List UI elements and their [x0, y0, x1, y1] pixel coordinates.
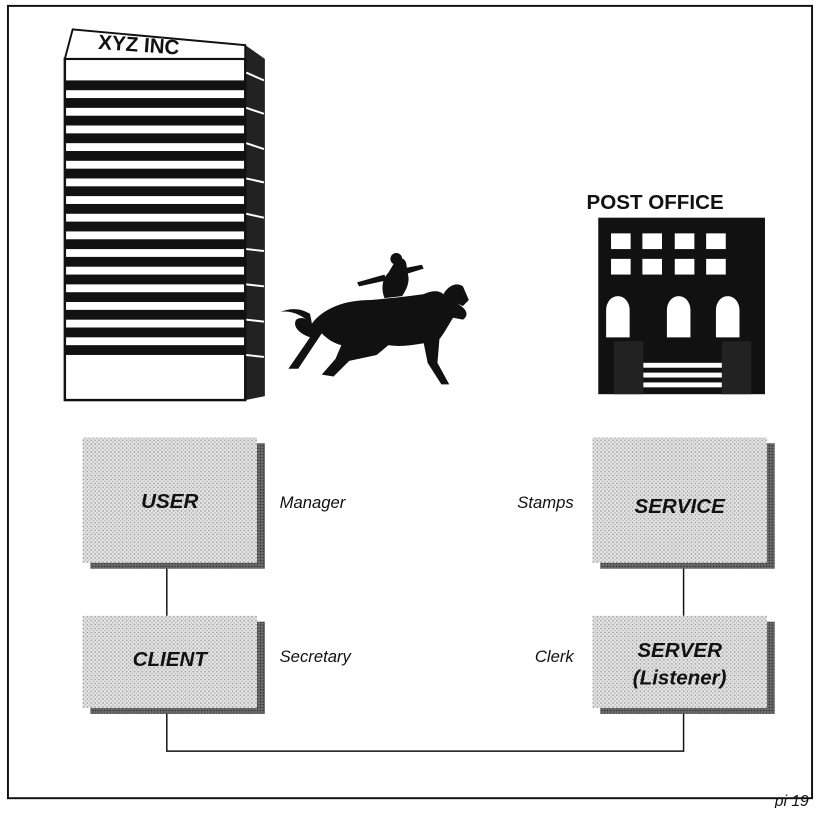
pony-express-rider-icon	[280, 252, 469, 385]
server-label-line1: SERVER	[637, 639, 722, 662]
user-box	[82, 437, 265, 569]
building-sign: XYZ INC	[98, 31, 181, 60]
server-label-line2: (Listener)	[633, 666, 727, 689]
client-label: CLIENT	[133, 648, 210, 671]
manager-role-label: Manager	[280, 493, 347, 512]
figure-reference: pi 19	[774, 793, 809, 808]
server-box	[592, 615, 775, 714]
diagram-canvas: XYZ INC POST OFFICE	[6, 4, 814, 808]
client-box	[82, 615, 265, 714]
service-box	[592, 437, 775, 569]
outer-border	[6, 4, 814, 800]
office-building-icon	[63, 28, 265, 402]
secretary-role-label: Secretary	[280, 647, 353, 666]
clerk-role-label: Clerk	[535, 647, 576, 666]
user-label: USER	[141, 490, 198, 513]
service-label: SERVICE	[634, 495, 726, 518]
client-server-connector	[166, 706, 685, 752]
post-office-building-icon	[598, 217, 765, 395]
stamps-role-label: Stamps	[517, 493, 573, 512]
post-office-sign: POST OFFICE	[587, 191, 724, 214]
